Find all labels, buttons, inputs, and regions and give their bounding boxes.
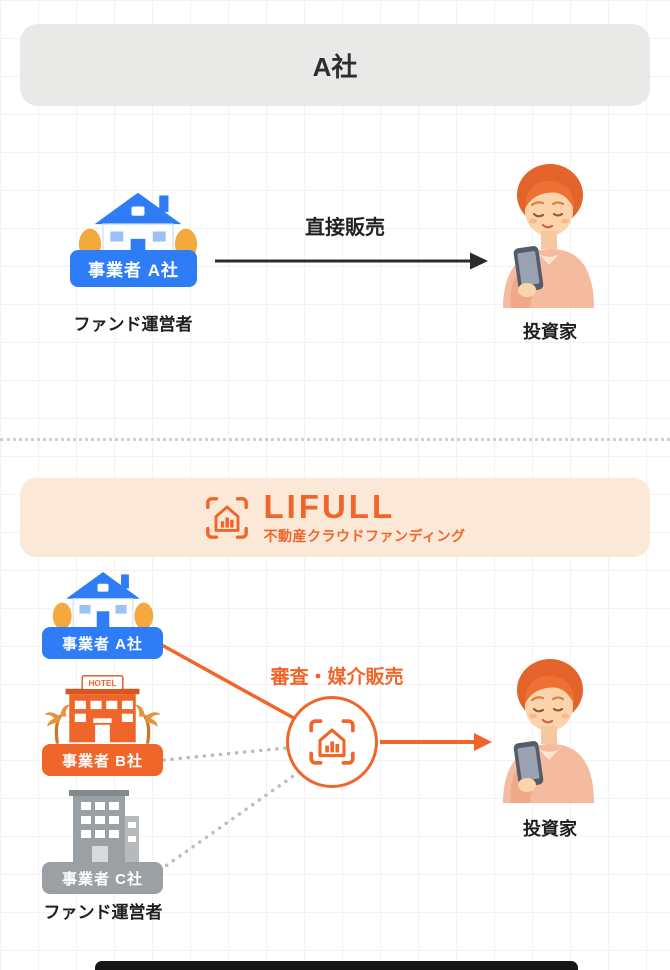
palm-tree-left	[44, 704, 71, 744]
office-building-icon	[69, 790, 139, 865]
operator-b-badge: 事業者 B社	[42, 744, 163, 776]
lifull-brand: LIFULL	[263, 487, 396, 525]
company-a-header-title: A社	[312, 51, 358, 82]
fund-operator-caption: ファンド運営者	[43, 903, 163, 922]
lifull-subtitle: 不動産クラウドファンディング	[263, 527, 466, 544]
operator-c-badge: 事業者 C社	[42, 862, 163, 894]
house-icon	[52, 572, 154, 630]
lifull-banner: LIFULL 不動産クラウドファンディング	[20, 478, 650, 557]
operator-a-badge: 事業者 A社	[70, 250, 197, 287]
direct-sales-label: 直接販売	[305, 217, 385, 239]
hotel-sign-text: HOTEL	[88, 678, 116, 688]
lifull-logo-text: LIFULL 不動産クラウドファンディング	[263, 490, 465, 546]
investor-illustration	[503, 659, 594, 803]
line-operator-c-to-hub	[158, 765, 308, 872]
bottom-frame-bar	[95, 961, 578, 970]
broker-sales-arrow	[380, 733, 492, 751]
operator-a-badge-label: 事業者 A社	[88, 261, 179, 280]
operator-b-badge-label: 事業者 B社	[61, 752, 143, 770]
lifull-hub-icon	[307, 717, 357, 767]
operator-a-badge-label: 事業者 A社	[61, 635, 143, 653]
direct-sales-arrow	[215, 252, 488, 270]
operator-c-badge-label: 事業者 C社	[61, 870, 143, 888]
investor-caption: 投資家	[523, 819, 577, 839]
screening-broker-sales-label: 審査・媒介販売	[270, 667, 404, 688]
palm-tree-right	[134, 704, 161, 744]
section-divider	[0, 438, 670, 441]
fund-operator-caption: ファンド運営者	[73, 315, 193, 334]
company-a-header: A社	[20, 24, 650, 106]
hotel-icon: HOTEL	[44, 675, 161, 744]
lifull-hub-circle	[286, 696, 378, 788]
line-operator-b-to-hub	[162, 745, 298, 762]
operator-a-badge: 事業者 A社	[42, 627, 163, 659]
investor-illustration	[503, 164, 594, 308]
lifull-logo-icon	[204, 495, 250, 541]
investor-caption: 投資家	[523, 322, 577, 342]
